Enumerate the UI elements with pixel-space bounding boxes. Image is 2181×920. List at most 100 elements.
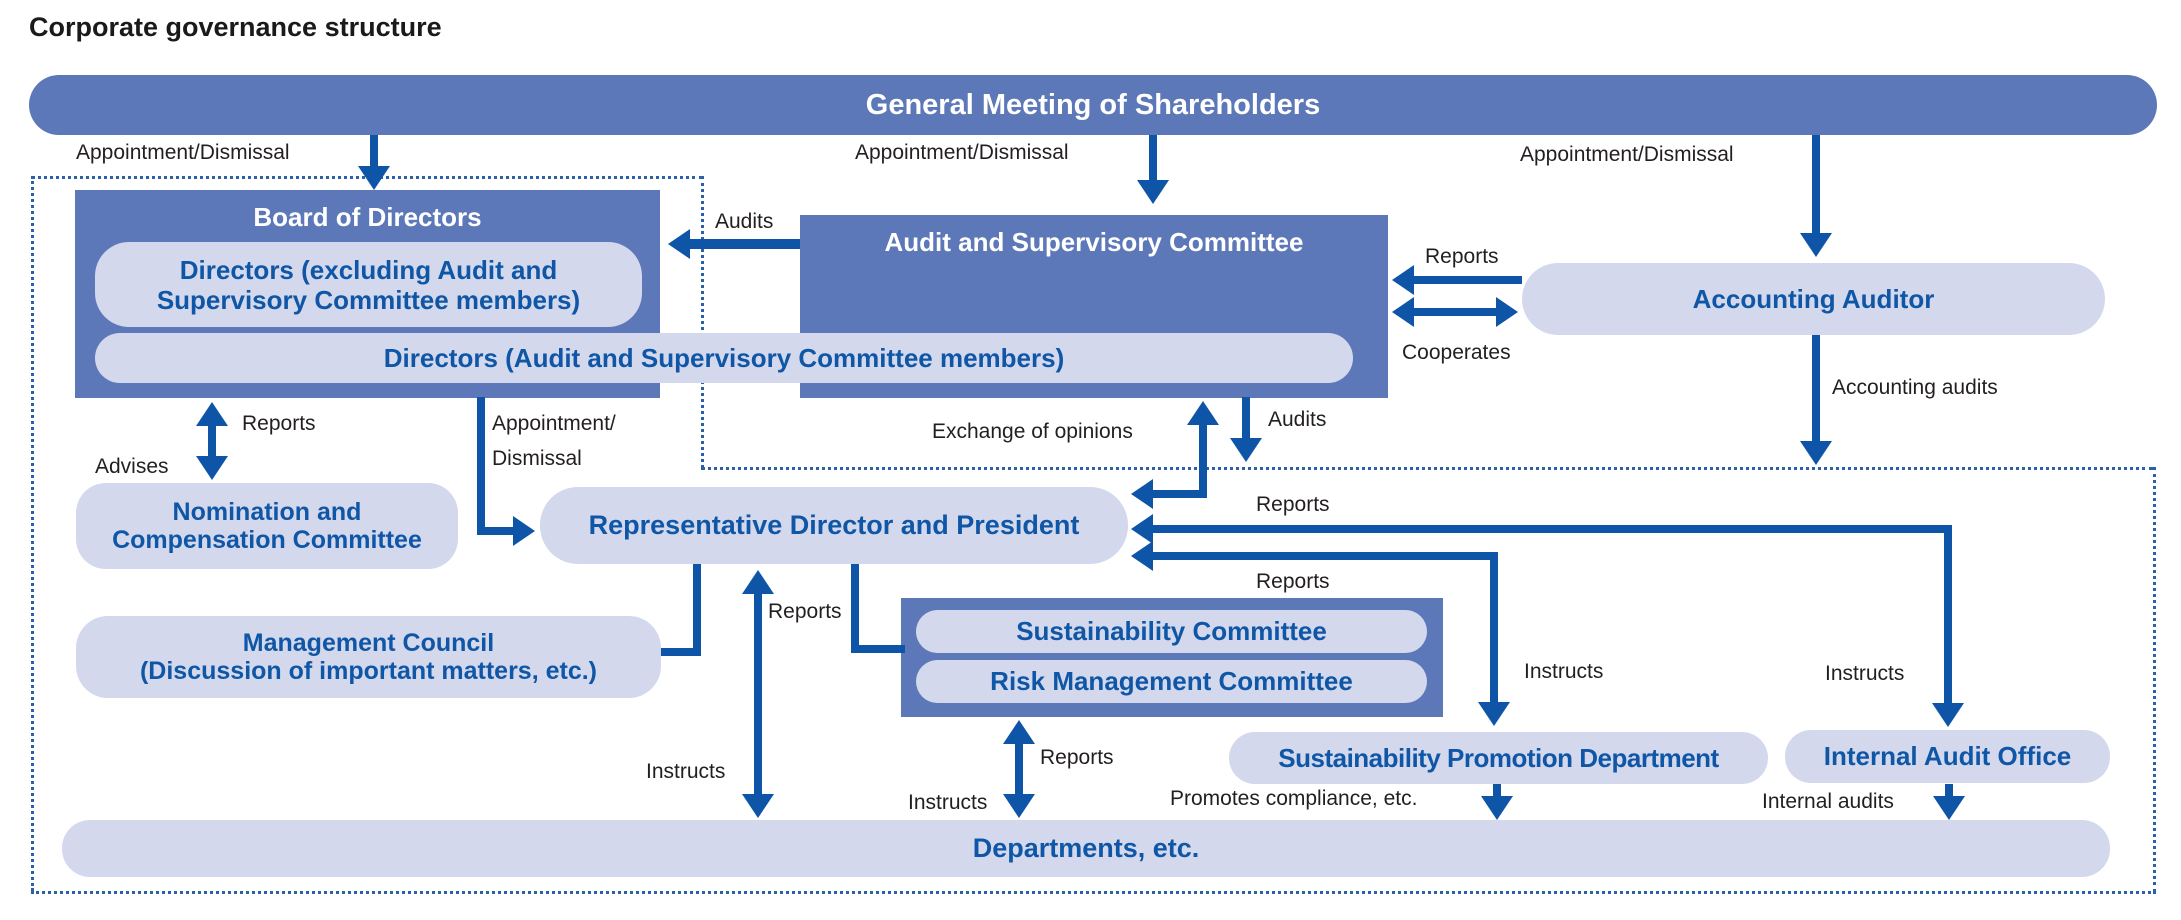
node-risk-management-committee: Risk Management Committee	[916, 660, 1427, 703]
node-departments: Departments, etc.	[62, 820, 2110, 877]
arrow-iao-instructs-head	[1932, 703, 1964, 727]
arrow-exchange-left-head	[1131, 479, 1153, 509]
label-promotes-compliance: Promotes compliance, etc.	[1170, 787, 1418, 810]
label-audits-board: Audits	[715, 210, 774, 233]
node-representative-director-president: Representative Director and President	[540, 487, 1128, 564]
label-reports-accounting: Reports	[1425, 245, 1499, 268]
arrow-audits-board-head	[668, 229, 690, 259]
node-sustainability-promotion-department: Sustainability Promotion Department	[1229, 732, 1768, 784]
arrow-cooperates-shaft	[1412, 308, 1498, 316]
label-exchange-of-opinions: Exchange of opinions	[932, 420, 1133, 443]
arrow-shareholders-audit-head	[1137, 180, 1169, 204]
label-advises: Advises	[95, 455, 169, 478]
node-label-line1: Nomination and	[172, 498, 362, 526]
label-appointment-dismissal-center: Appointment/Dismissal	[855, 141, 1069, 164]
node-label: Directors (Audit and Supervisory Committ…	[383, 342, 1065, 373]
arrow-shareholders-board-shaft	[370, 135, 378, 168]
arrow-committees-departments-down-head	[1003, 794, 1035, 818]
node-label: Sustainability Committee	[1016, 616, 1327, 646]
arrow-shareholders-board-head	[358, 166, 390, 190]
dotted-border-right	[2153, 467, 2156, 892]
dotted-border-top-right	[701, 467, 2153, 470]
label-instructs-departments: Instructs	[646, 760, 726, 783]
page-title: Corporate governance structure	[29, 12, 442, 42]
label-audits-down: Audits	[1268, 408, 1327, 431]
node-label: Departments, etc.	[972, 833, 1200, 863]
node-directors-audit-members: Directors (Audit and Supervisory Committ…	[95, 333, 1353, 383]
label-appointment-dismissal-right: Appointment/Dismissal	[1520, 143, 1734, 166]
node-label-line2: Supervisory Committee members)	[156, 284, 581, 315]
arrow-shareholders-accounting-shaft	[1812, 135, 1820, 235]
arrow-board-president-horizontal	[477, 527, 513, 535]
label-internal-audits: Internal audits	[1762, 790, 1894, 813]
arrow-board-nomination-shaft	[208, 424, 216, 458]
dotted-border-bottom	[31, 891, 2156, 894]
node-internal-audit-office: Internal Audit Office	[1785, 730, 2110, 783]
arrow-audits-down-shaft	[1242, 397, 1250, 440]
node-label: Sustainability Promotion Department	[1278, 742, 1719, 773]
arrow-accounting-audits-shaft	[1812, 335, 1820, 443]
dotted-border-step-vertical	[701, 176, 704, 468]
label-appointment-dismissal-two-line: Appointment/ Dismissal	[492, 406, 616, 476]
arrow-board-nomination-up-head	[196, 402, 228, 426]
arrow-spd-reports-horizontal	[1153, 552, 1498, 560]
node-label-line1: Directors (excluding Audit and	[179, 254, 558, 285]
arrow-reports-accounting-head	[1392, 265, 1414, 295]
node-accounting-auditor: Accounting Auditor	[1522, 263, 2105, 335]
dotted-border-left	[31, 176, 34, 891]
node-label: Internal Audit Office	[1823, 741, 2072, 771]
arrow-spd-reports-head	[1131, 541, 1153, 571]
node-directors-excluding: Directors (excluding Audit and Superviso…	[95, 242, 642, 327]
connector-committees-horizontal	[851, 645, 905, 653]
arrow-shareholders-accounting-head	[1800, 233, 1832, 257]
label-instructs-iao: Instructs	[1825, 662, 1905, 685]
connector-committees-vertical	[851, 564, 859, 653]
arrow-exchange-vertical	[1199, 423, 1207, 498]
arrow-exchange-up-head	[1187, 401, 1219, 425]
label-reports-committees: Reports	[1040, 746, 1114, 769]
node-label-line1: Management Council	[242, 629, 495, 657]
node-label: Board of Directors	[253, 202, 482, 232]
arrow-board-president-head	[513, 516, 535, 546]
node-label: Accounting Auditor	[1692, 283, 1935, 314]
label-appointment-dismissal-left: Appointment/Dismissal	[76, 141, 290, 164]
arrow-board-nomination-down-head	[196, 456, 228, 480]
node-general-meeting-of-shareholders: General Meeting of Shareholders	[29, 75, 2157, 135]
arrow-spd-instructs-head	[1478, 702, 1510, 726]
label-instructs-spd: Instructs	[1524, 660, 1604, 683]
connector-council-vertical	[693, 564, 701, 656]
label-reports-president: Reports	[768, 600, 842, 623]
arrow-spd-instructs-vertical	[1490, 552, 1498, 704]
node-label: General Meeting of Shareholders	[865, 88, 1321, 121]
label-line2: Dismissal	[492, 447, 582, 470]
arrow-promotes-head	[1481, 796, 1513, 820]
node-management-council: Management Council (Discussion of import…	[76, 616, 661, 698]
node-label: Audit and Supervisory Committee	[884, 227, 1304, 257]
node-label-line2: Compensation Committee	[112, 526, 422, 554]
node-sustainability-committee: Sustainability Committee	[916, 610, 1427, 653]
node-label-line2: (Discussion of important matters, etc.)	[139, 657, 598, 685]
arrow-iao-instructs-vertical	[1944, 525, 1952, 705]
label-reports-spd: Reports	[1256, 570, 1330, 593]
label-line1: Appointment/	[492, 412, 616, 435]
arrow-audits-down-head	[1230, 438, 1262, 462]
arrow-president-departments-down-head	[742, 794, 774, 818]
arrow-reports-accounting-shaft	[1412, 276, 1522, 284]
label-reports-iao: Reports	[1256, 493, 1330, 516]
arrow-cooperates-left-head	[1392, 297, 1414, 327]
arrow-audits-board-shaft	[688, 239, 800, 249]
arrow-accounting-audits-head	[1800, 441, 1832, 465]
arrow-shareholders-audit-shaft	[1149, 135, 1157, 182]
label-accounting-audits: Accounting audits	[1832, 376, 1998, 399]
node-nomination-compensation-committee: Nomination and Compensation Committee	[76, 483, 458, 569]
node-label: Representative Director and President	[588, 510, 1080, 540]
arrow-board-president-vertical	[477, 397, 485, 535]
arrow-internal-audits-shaft	[1945, 784, 1953, 798]
connector-council-horizontal	[661, 648, 701, 656]
arrow-president-departments-shaft	[754, 592, 762, 796]
label-instructs-committees: Instructs	[908, 791, 988, 814]
arrow-president-departments-up-head	[742, 570, 774, 594]
label-reports-nomination: Reports	[242, 412, 316, 435]
arrow-promotes-shaft	[1493, 784, 1501, 798]
